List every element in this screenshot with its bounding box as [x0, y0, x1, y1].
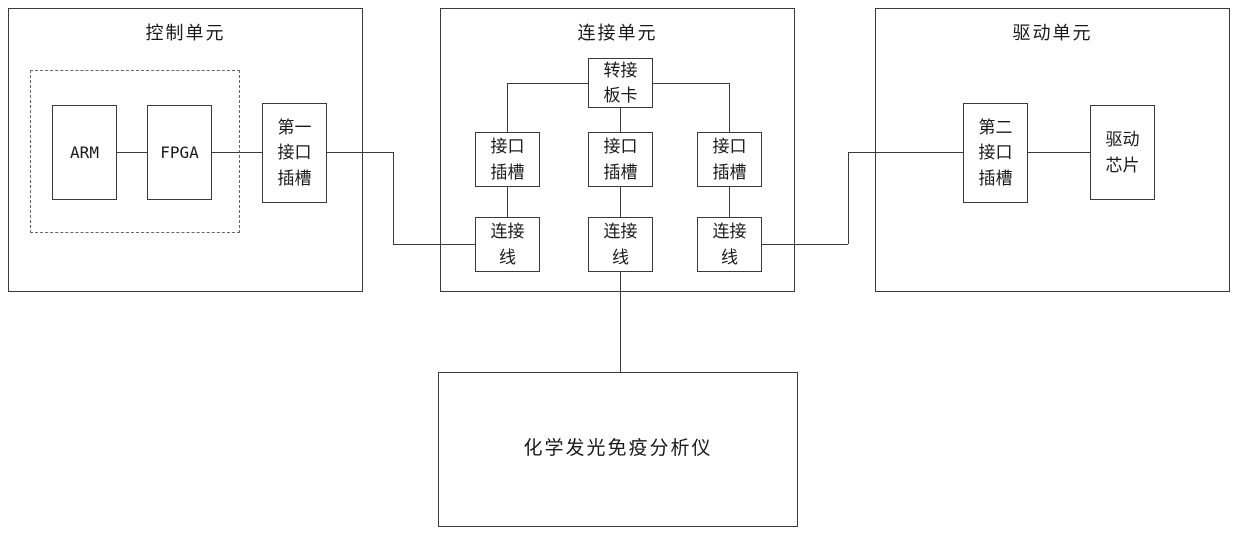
- drive-chip-box: 驱动芯片: [1090, 105, 1155, 200]
- drive-unit-box: 驱动单元: [875, 8, 1230, 292]
- interface-slot-box-1: 接口插槽: [475, 132, 540, 187]
- connector-slot3-cable3: [729, 187, 730, 217]
- connector-to-cable-1: [393, 244, 475, 245]
- fpga-label: FPGA: [160, 142, 199, 162]
- cable-box-1: 连接线: [475, 217, 540, 272]
- processor-group-box: [30, 70, 240, 233]
- second-interface-slot-box: 第二接口插槽: [963, 103, 1028, 203]
- interface-slot-box-2: 接口插槽: [588, 132, 653, 187]
- connector-adapter-left-h: [507, 83, 588, 84]
- interface-slot-label-3: 接口插槽: [712, 137, 747, 182]
- connector-slot1-cable1: [507, 187, 508, 217]
- analyzer-label: 化学发光免疫分析仪: [523, 438, 713, 460]
- connector-arm-fpga: [117, 152, 147, 153]
- second-interface-slot-label: 第二接口插槽: [978, 117, 1013, 188]
- connector-fpga-first-slot: [212, 152, 262, 153]
- connector-adapter-right-v: [729, 83, 730, 132]
- control-unit-title: 控制单元: [145, 23, 226, 43]
- interface-slot-label-2: 接口插槽: [603, 137, 638, 182]
- drive-unit-title: 驱动单元: [1012, 23, 1093, 43]
- first-interface-slot-label: 第一接口插槽: [277, 117, 312, 188]
- interface-slot-box-3: 接口插槽: [697, 132, 762, 187]
- interface-slot-label-1: 接口插槽: [490, 137, 525, 182]
- arm-label: ARM: [70, 142, 99, 162]
- connector-cable2-analyzer: [620, 272, 621, 372]
- connector-slot2-cable2: [620, 187, 621, 217]
- adapter-board-label: 转接板卡: [603, 60, 638, 106]
- connector-adapter-left-v: [507, 83, 508, 132]
- analyzer-box: 化学发光免疫分析仪: [438, 372, 798, 527]
- adapter-board-box: 转接板卡: [588, 58, 653, 108]
- arm-box: ARM: [52, 105, 117, 200]
- cable-label-1: 连接线: [490, 222, 525, 267]
- connector-second-slot-chip: [1028, 152, 1090, 153]
- fpga-box: FPGA: [147, 105, 212, 200]
- cable-box-2: 连接线: [588, 217, 653, 272]
- connector-to-second-slot: [848, 152, 963, 153]
- connector-cable3-out-h: [762, 244, 848, 245]
- connector-adapter-right-h: [653, 83, 729, 84]
- connection-unit-title: 连接单元: [577, 23, 658, 43]
- cable-box-3: 连接线: [697, 217, 762, 272]
- cable-label-3: 连接线: [712, 222, 747, 267]
- connector-first-slot-out-h: [327, 152, 393, 153]
- first-interface-slot-box: 第一接口插槽: [262, 103, 327, 203]
- connector-cable3-out-v: [848, 152, 849, 244]
- connector-first-slot-out-v: [393, 152, 394, 244]
- drive-chip-label: 驱动芯片: [1105, 130, 1140, 175]
- connector-adapter-middle-v: [620, 108, 621, 132]
- cable-label-2: 连接线: [603, 222, 638, 267]
